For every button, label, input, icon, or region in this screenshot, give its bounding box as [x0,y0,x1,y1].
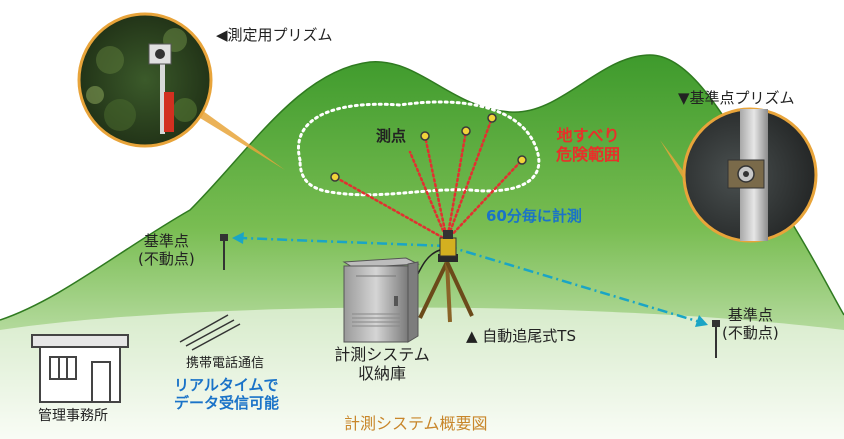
sight-lines [333,116,524,242]
ref-point-right-label: 基準点 (不動点) [722,306,779,342]
callout-left [185,98,285,170]
office-label: 管理事務所 [38,408,108,424]
storage-cabinet-icon [342,257,420,343]
measure-prism-label: ◀測定用プリズム [216,26,333,44]
measurement-point [517,155,527,165]
landslide-danger-line2: 危険範囲 [556,145,621,165]
realtime-line2: データ受信可能 [174,394,280,412]
ref-point-right-line1: 基準点 [727,306,773,324]
interval-label: 60分毎に計測 [486,207,582,225]
measurement-points-label: 測点 [376,127,407,145]
ref-point-left-label: 基準点 (不動点) [138,232,195,268]
landslide-danger-line1: 地すべり [556,126,620,145]
reference-prism-label: ▼基準点プリズム [678,89,795,107]
arrowhead-right [695,315,708,327]
signal-waves-icon [179,314,241,351]
tripod-total-station-icon [409,230,474,323]
ref-point-left-line1: 基準点 [143,232,189,250]
measurement-point [420,131,430,141]
reference-marker-left [220,234,228,270]
realtime-label: リアルタイムで データ受信可能 [174,376,279,412]
measurement-point [461,126,471,136]
mobile-comm-label: 携帯電話通信 [186,356,265,371]
landslide-danger-zone [297,100,541,197]
measurement-point [330,172,340,182]
reference-prism-photo [682,107,818,243]
total-station-label: ▲ 自動追尾式TS [466,327,576,345]
reference-marker-right [712,320,720,358]
measurement-point [487,113,497,123]
ref-point-left-line2: (不動点) [138,250,195,268]
measurement-point-markers [330,113,527,182]
diagram-caption: 計測システム概要図 [344,414,488,433]
system-storage-line1: 計測システム [334,345,430,364]
arrowhead-left [232,232,244,244]
ref-point-right-line2: (不動点) [722,324,779,342]
camera-prism-photo [77,12,213,148]
office-building-icon [31,334,129,403]
landslide-danger-label: 地すべり 危険範囲 [556,126,620,164]
system-storage-label: 計測システム 収納庫 [322,345,442,383]
reference-lines [239,236,701,324]
realtime-line1: リアルタイムで [174,376,279,394]
system-storage-line2: 収納庫 [357,364,406,384]
